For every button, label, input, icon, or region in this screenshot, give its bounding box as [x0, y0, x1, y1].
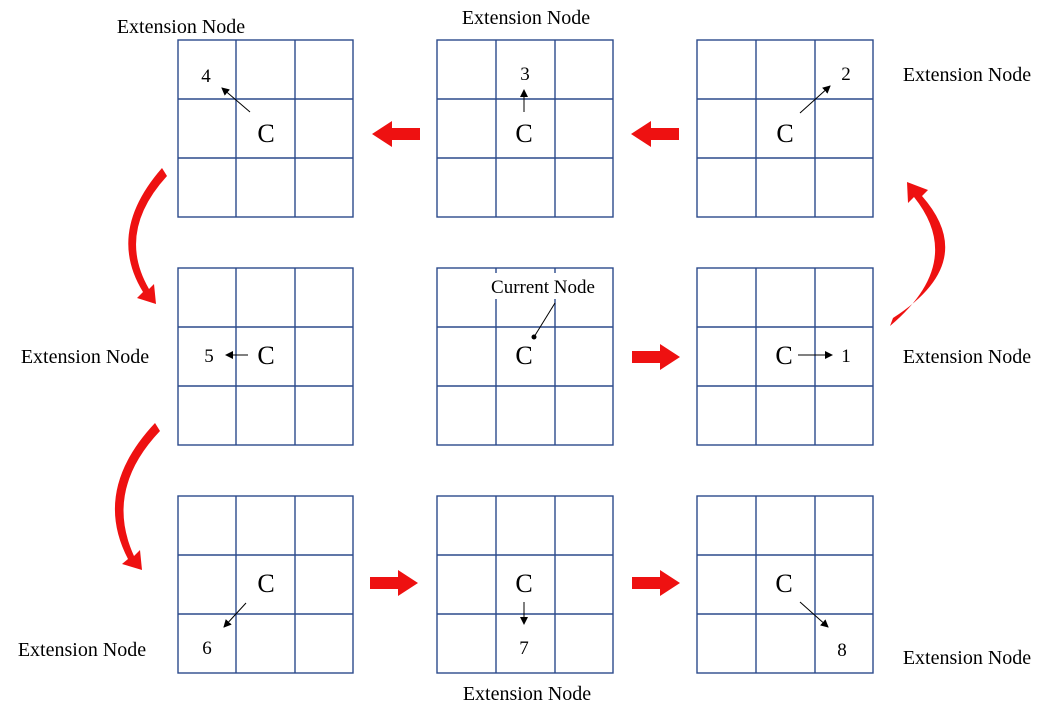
grid-3x3 — [696, 267, 874, 446]
neighbor-number: 1 — [841, 346, 851, 367]
neighbor-number: 2 — [841, 64, 851, 85]
extension-node-label-3: Extension Node — [462, 7, 590, 29]
panel-center: Current Node C — [436, 267, 614, 446]
center-letter: C — [257, 341, 274, 370]
panel-4: C 4 — [177, 39, 354, 218]
flow-arrow-left — [631, 121, 679, 147]
flow-arrow-right — [370, 570, 418, 596]
direction-arrow — [799, 601, 829, 628]
current-node-label: Current Node — [491, 277, 595, 298]
neighbor-number: 6 — [202, 638, 212, 659]
direction-arrow — [221, 87, 251, 113]
center-letter: C — [257, 119, 274, 148]
neighbor-number: 8 — [837, 640, 847, 661]
grid-3x3 — [177, 495, 354, 674]
panel-3: C 3 — [436, 39, 614, 218]
grid-3x3 — [177, 39, 354, 218]
flow-arrow-right — [632, 344, 680, 370]
grid-3x3 — [436, 495, 614, 674]
center-letter: C — [515, 119, 532, 148]
extension-node-label-2: Extension Node — [903, 64, 1031, 86]
current-node-label-background — [476, 273, 610, 299]
curved-flow-arrow — [114, 423, 160, 570]
center-letter: C — [515, 341, 532, 370]
panel-7: C 7 — [436, 495, 614, 674]
panel-6: C 6 — [177, 495, 354, 674]
flow-arrow-right — [632, 570, 680, 596]
neighbor-number: 4 — [201, 66, 211, 87]
extension-node-label-7: Extension Node — [463, 683, 591, 705]
extension-node-label-5: Extension Node — [21, 346, 149, 368]
neighbor-number: 3 — [520, 64, 530, 85]
grid-3x3 — [436, 39, 614, 218]
panel-1: C 1 — [696, 267, 874, 446]
grid-3x3 — [696, 39, 874, 218]
center-letter: C — [775, 569, 792, 598]
extension-node-label-6: Extension Node — [18, 639, 146, 661]
flow-arrow-left — [372, 121, 420, 147]
neighbor-number: 7 — [519, 638, 529, 659]
panel-5: C 5 — [177, 267, 354, 446]
extension-node-label-4: Extension Node — [117, 16, 245, 38]
grid-3x3 — [177, 267, 354, 446]
panel-8: C 8 — [696, 495, 874, 674]
extension-node-label-8: Extension Node — [903, 647, 1031, 669]
curved-flow-arrow — [128, 168, 167, 304]
center-letter: C — [775, 341, 792, 370]
direction-arrow — [799, 85, 831, 114]
current-node-dot — [531, 334, 537, 340]
grid-3x3 — [696, 495, 874, 674]
extension-node-label-1: Extension Node — [903, 346, 1031, 368]
neighbor-number: 5 — [204, 346, 214, 367]
current-node-pointer — [533, 302, 556, 338]
center-letter: C — [515, 569, 532, 598]
panel-2: C 2 — [696, 39, 874, 218]
center-letter: C — [776, 119, 793, 148]
center-letter: C — [257, 569, 274, 598]
curved-flow-arrow — [890, 182, 946, 326]
direction-arrow — [223, 602, 247, 628]
